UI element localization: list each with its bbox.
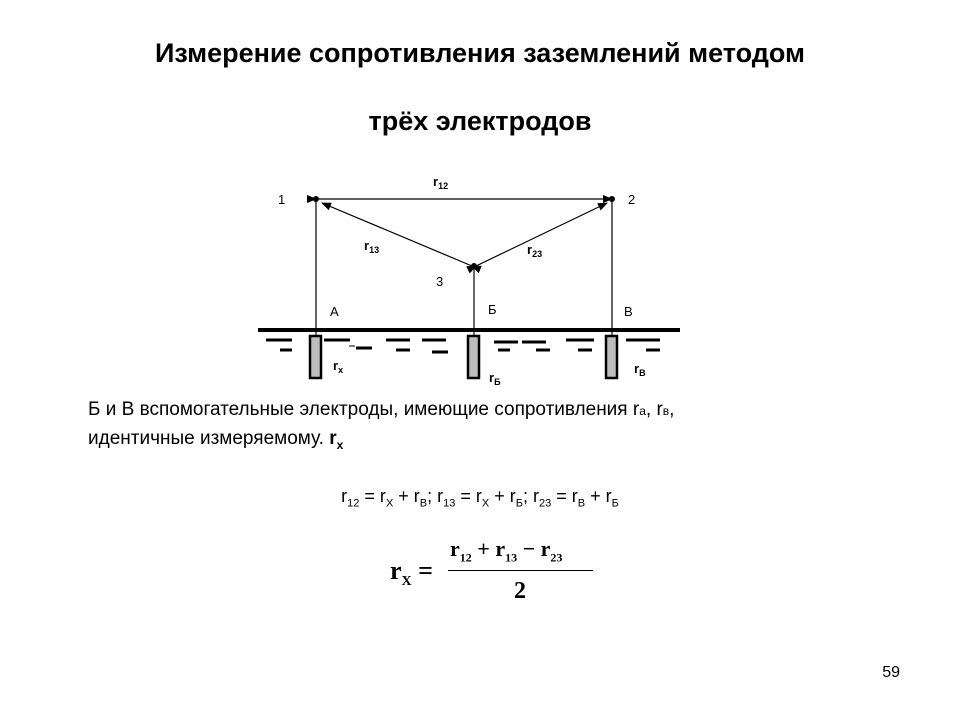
wire-r13 (321, 202, 482, 274)
page-number: 59 (882, 664, 900, 681)
electrode-b (466, 334, 481, 380)
formula-lhs: rX = (390, 556, 433, 590)
title-line-2: трёх электродов (368, 106, 592, 136)
fraction-bar (448, 570, 593, 571)
label-b: Б (488, 302, 497, 317)
electrode-v (604, 334, 619, 380)
r23-label: r23 (527, 242, 542, 259)
r13-label: r13 (364, 238, 379, 255)
electrode-x (308, 334, 323, 380)
title-line-1: Измерение сопротивления заземлений метод… (154, 38, 806, 68)
rx-label: rx (333, 358, 343, 375)
resistance-equations: r12 = rX + rВ; r13 = rX + rБ; r23 = rВ +… (341, 486, 619, 510)
node-2-label: 2 (628, 192, 635, 207)
node-3-label: 3 (436, 274, 443, 289)
node-3-dot (471, 263, 477, 269)
label-v: В (624, 304, 633, 319)
rv-label: rВ (634, 361, 646, 378)
description-line-2: идентичные измеряемому. rx (88, 428, 344, 452)
description-line-1: Б и В вспомогательные электроды, имеющие… (88, 399, 675, 420)
label-a: А (330, 304, 339, 319)
ground-hatching (266, 338, 660, 354)
formula-denominator: 2 (514, 578, 526, 604)
node-2-dot (609, 196, 615, 202)
formula-numerator: r12 + r13 − r23 (450, 536, 563, 565)
r12-label: r12 (433, 174, 448, 191)
node-1-label: 1 (278, 192, 285, 207)
wire-r23 (466, 202, 608, 274)
rb-label: rБ (489, 370, 501, 387)
node-1-dot (313, 196, 319, 202)
